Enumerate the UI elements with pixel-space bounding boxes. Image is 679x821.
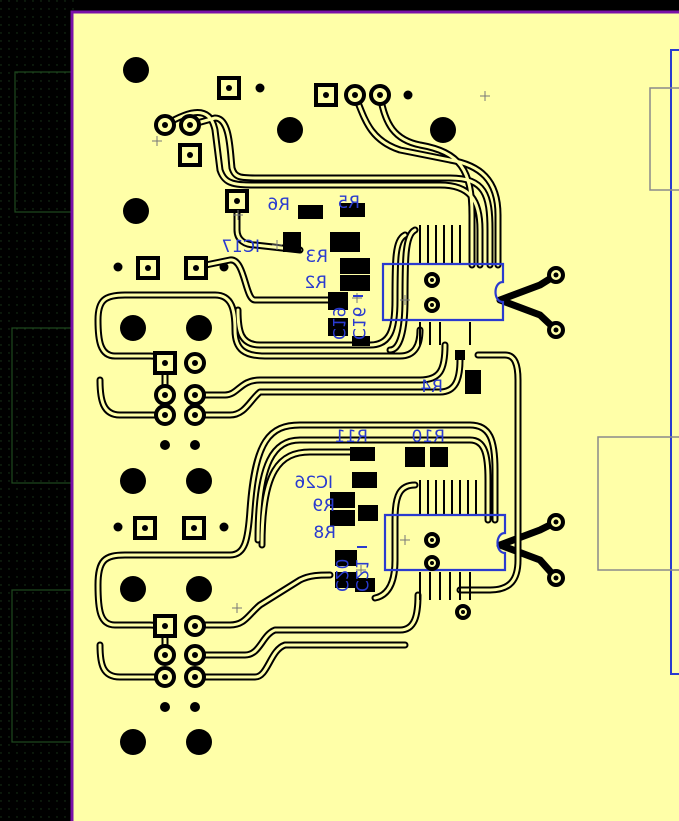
label-r4: R4 <box>420 377 443 397</box>
mounting-holes <box>113 57 456 755</box>
board-outline <box>70 10 679 821</box>
origin-markers <box>152 91 490 613</box>
silk-labels: R6 R5 IC17 R3 R2 C19 C16 R4 R11 R10 IC26… <box>221 193 445 592</box>
th-pads <box>133 76 565 688</box>
grid-dots <box>0 0 75 821</box>
label-r3: R3 <box>305 247 328 267</box>
label-c16: C16 <box>348 306 368 340</box>
label-c21: C21 <box>351 558 371 592</box>
smd-pads <box>283 203 481 592</box>
label-r6: R6 <box>267 195 290 215</box>
label-r2: R2 <box>304 273 327 293</box>
label-r9: R9 <box>312 496 335 516</box>
right-connectors <box>597 49 679 675</box>
label-c20: C20 <box>331 558 351 592</box>
traces-fill <box>96 93 520 679</box>
ic-fanout-bottom <box>419 480 477 600</box>
label-r10: R10 <box>412 427 445 447</box>
label-r11: R11 <box>335 427 368 447</box>
ic-outlines <box>381 262 507 572</box>
label-ic26: IC26 <box>294 473 333 493</box>
label-r5: R5 <box>337 193 360 213</box>
label-c19: C19 <box>328 306 348 340</box>
label-r8: R8 <box>313 523 336 543</box>
label-ic17: IC17 <box>221 237 260 257</box>
ic-fanout-top <box>419 225 471 345</box>
